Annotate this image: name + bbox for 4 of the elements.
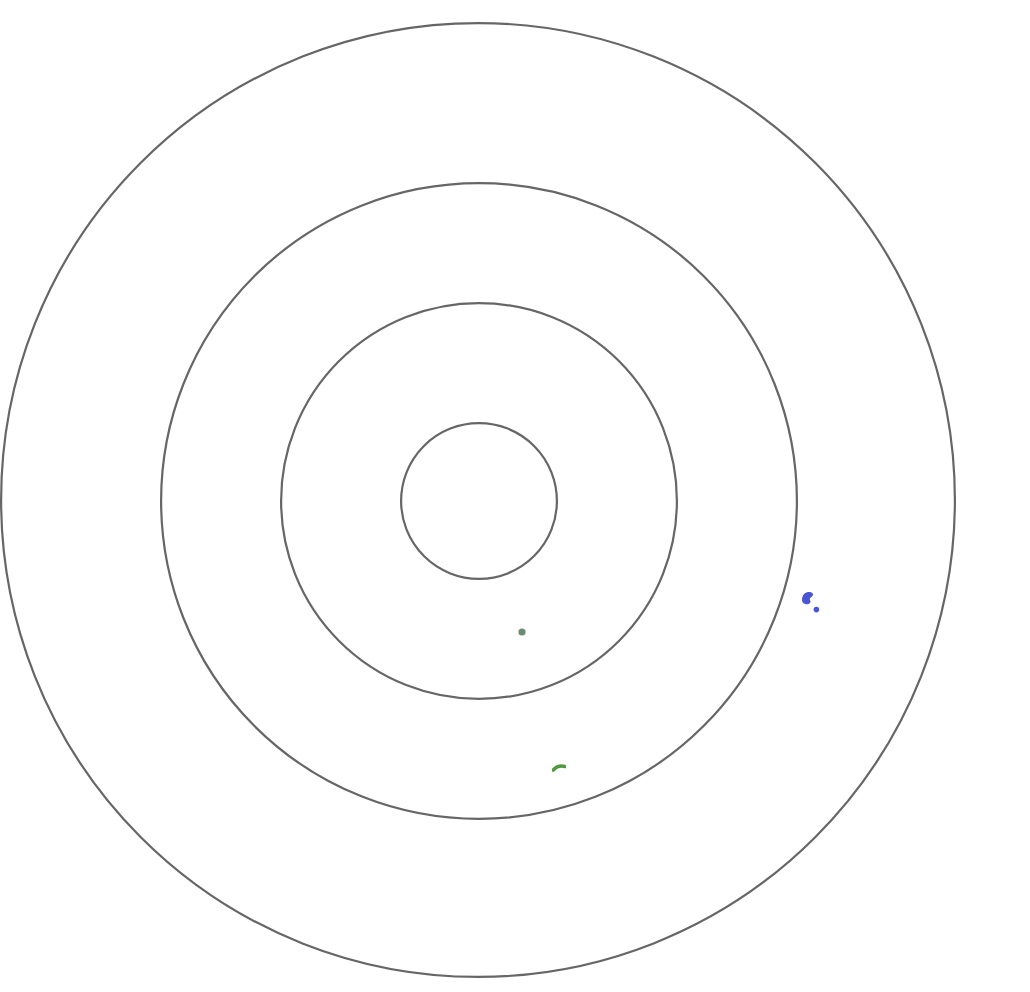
ring — [0, 22, 956, 978]
ring — [399, 421, 557, 579]
ring — [159, 181, 797, 819]
ring — [279, 301, 677, 699]
